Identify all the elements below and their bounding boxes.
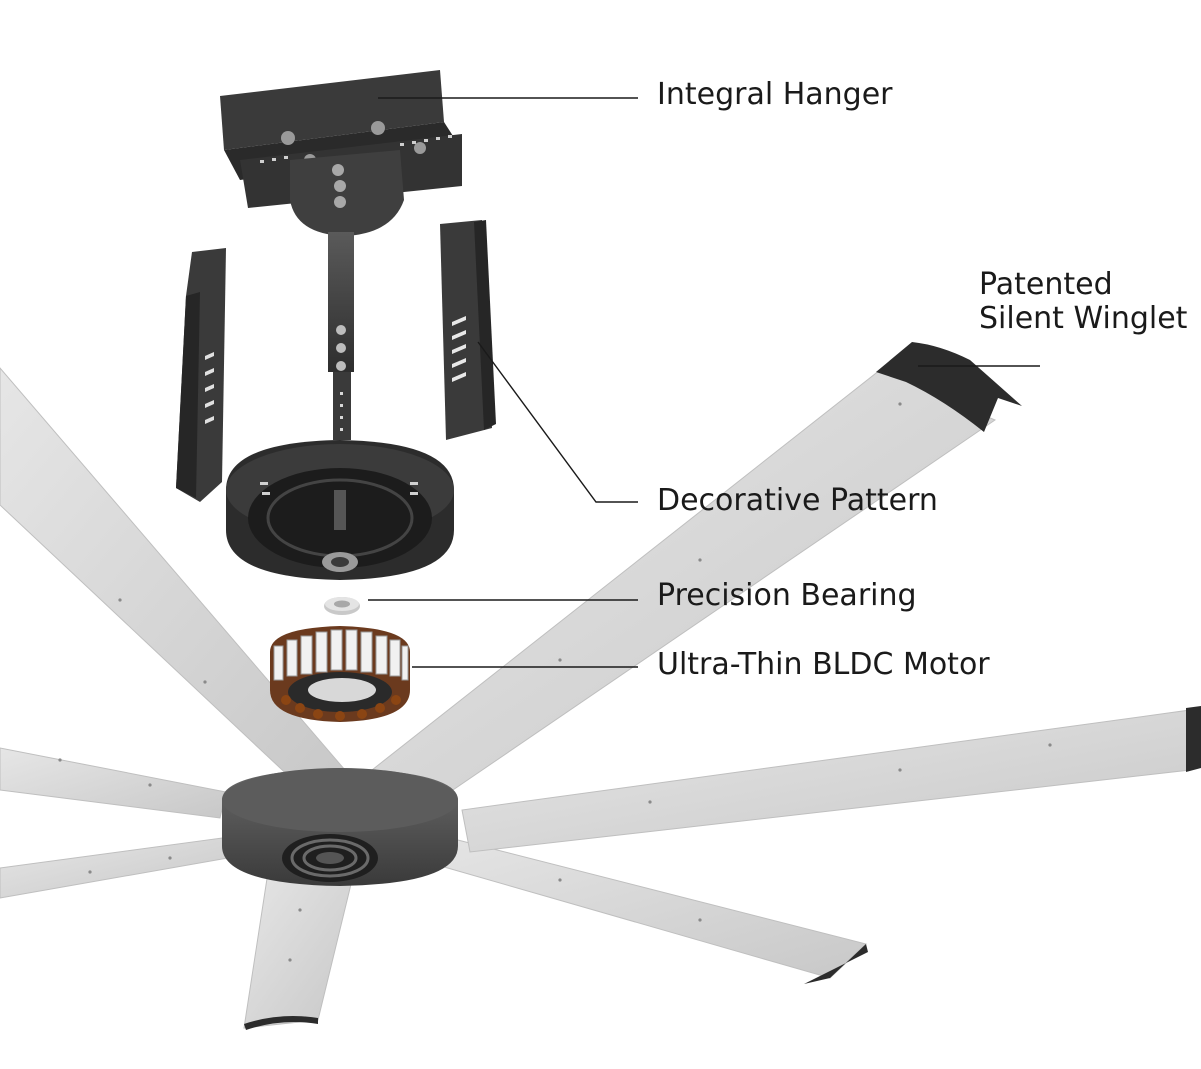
label-bldc-motor: Ultra-Thin BLDC Motor <box>657 647 990 682</box>
fan-blades <box>0 342 1201 1030</box>
blade-lower-right <box>390 837 868 979</box>
blade-bottom-winglet <box>244 1016 318 1030</box>
blade-upper-right-winglet <box>876 342 1022 432</box>
label-integral-hanger: Integral Hanger <box>657 77 893 112</box>
blade-bottom <box>243 871 353 1029</box>
blade-right <box>461 709 1191 853</box>
blade-right-winglet <box>1186 706 1201 772</box>
blade-lower-left <box>0 837 229 899</box>
label-silent-winglet-line1: Patented <box>979 267 1113 302</box>
label-precision-bearing: Precision Bearing <box>657 578 917 613</box>
fan-hub <box>222 768 458 886</box>
blade-rivets <box>58 402 1052 962</box>
label-decorative-pattern: Decorative Pattern <box>657 483 938 518</box>
leader-lines <box>368 97 1040 668</box>
leader-line-decorative-pattern <box>477 341 638 503</box>
motor-housing <box>226 440 454 580</box>
decorative-panel-right <box>440 220 496 440</box>
integral-hanger-part <box>220 70 462 440</box>
label-silent-winglet-line2: Silent Winglet <box>979 301 1188 336</box>
label-silent-winglet: Patented Silent Winglet <box>979 268 1187 336</box>
blade-left <box>0 747 227 819</box>
bldc-motor-part <box>270 626 410 722</box>
decorative-panel-left <box>176 248 226 502</box>
precision-bearing-part <box>324 597 360 615</box>
